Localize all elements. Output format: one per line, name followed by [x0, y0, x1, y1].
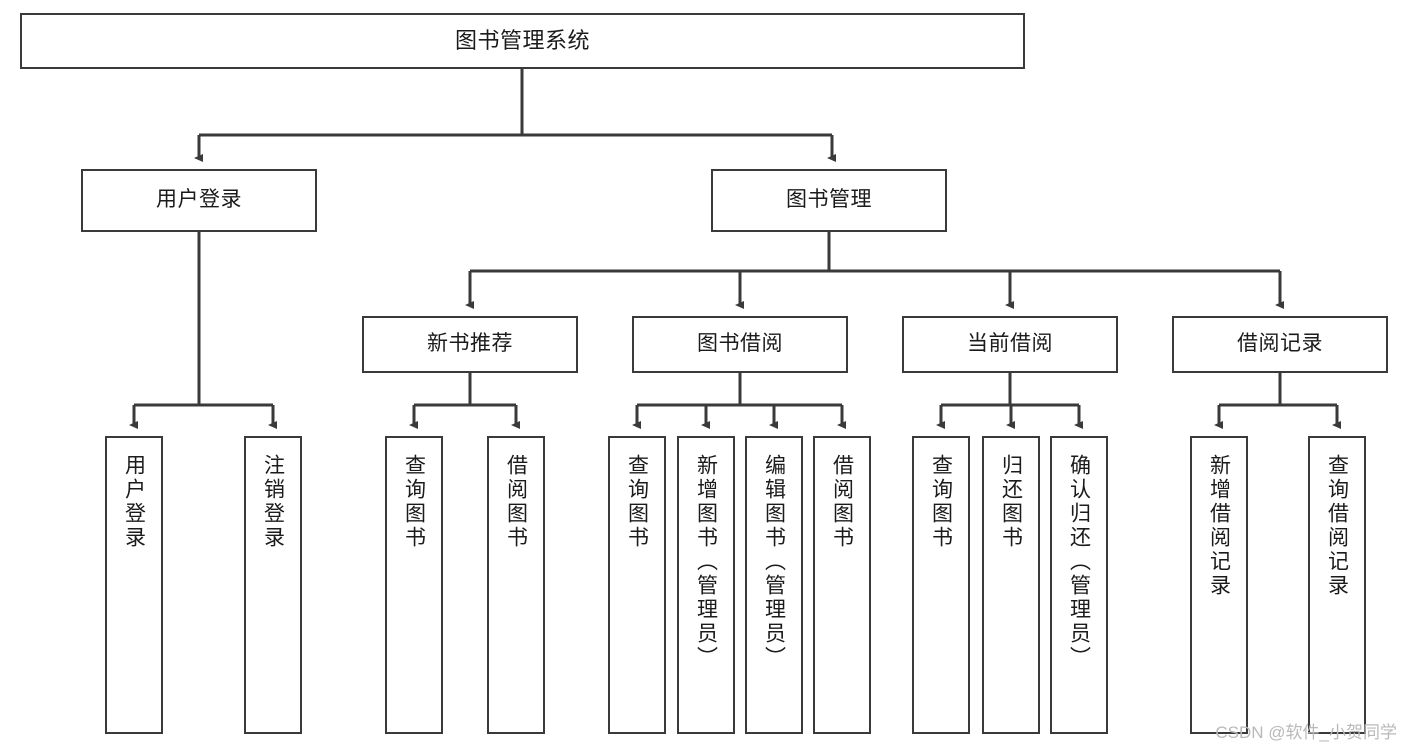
node-current-borrow[interactable]: 当前借阅: [902, 316, 1118, 373]
node-book-management-label: 图书管理: [786, 188, 872, 212]
node-leaf-query-book-current-label: 查询图书: [929, 454, 953, 550]
node-leaf-add-borrow-record-label: 新增借阅记录: [1207, 454, 1231, 598]
node-leaf-query-book-new[interactable]: 查询图书: [385, 436, 443, 734]
node-user-login-label: 用户登录: [156, 188, 242, 212]
node-leaf-edit-book-admin[interactable]: 编辑图书（管理员）: [745, 436, 803, 734]
node-new-book-recommend-label: 新书推荐: [427, 332, 513, 356]
node-leaf-return-book[interactable]: 归还图书: [982, 436, 1040, 734]
node-leaf-return-book-label: 归还图书: [999, 454, 1023, 550]
node-leaf-add-book-admin-label: 新增图书（管理员）: [694, 454, 718, 670]
node-leaf-confirm-return-admin[interactable]: 确认归还（管理员）: [1050, 436, 1108, 734]
node-leaf-add-borrow-record[interactable]: 新增借阅记录: [1190, 436, 1248, 734]
node-leaf-borrow-book-label: 借阅图书: [830, 454, 854, 550]
node-leaf-query-book-borrow[interactable]: 查询图书: [608, 436, 666, 734]
node-leaf-borrow-book-new-label: 借阅图书: [504, 454, 528, 550]
node-new-book-recommend[interactable]: 新书推荐: [362, 316, 578, 373]
node-root-system-label: 图书管理系统: [454, 28, 590, 54]
node-leaf-add-book-admin[interactable]: 新增图书（管理员）: [677, 436, 735, 734]
node-leaf-query-borrow-record-label: 查询借阅记录: [1325, 454, 1349, 598]
node-leaf-confirm-return-admin-label: 确认归还（管理员）: [1067, 454, 1091, 670]
node-borrow-record-label: 借阅记录: [1237, 332, 1323, 356]
csdn-watermark: CSDN @软件_小贺同学: [1215, 723, 1397, 742]
node-leaf-query-book-borrow-label: 查询图书: [625, 454, 649, 550]
node-leaf-edit-book-admin-label: 编辑图书（管理员）: [762, 454, 786, 670]
node-leaf-query-book-new-label: 查询图书: [402, 454, 426, 550]
node-leaf-query-borrow-record[interactable]: 查询借阅记录: [1308, 436, 1366, 734]
node-current-borrow-label: 当前借阅: [967, 332, 1053, 356]
node-leaf-logout-login[interactable]: 注销登录: [244, 436, 302, 734]
node-leaf-borrow-book[interactable]: 借阅图书: [813, 436, 871, 734]
node-leaf-user-login[interactable]: 用户登录: [105, 436, 163, 734]
node-leaf-borrow-book-new[interactable]: 借阅图书: [487, 436, 545, 734]
node-book-borrow-label: 图书借阅: [697, 332, 783, 356]
node-leaf-logout-login-label: 注销登录: [261, 454, 285, 550]
node-user-login[interactable]: 用户登录: [81, 169, 317, 232]
node-book-borrow[interactable]: 图书借阅: [632, 316, 848, 373]
node-leaf-user-login-label: 用户登录: [122, 454, 146, 550]
node-borrow-record[interactable]: 借阅记录: [1172, 316, 1388, 373]
node-root-system[interactable]: 图书管理系统: [20, 13, 1025, 69]
node-leaf-query-book-current[interactable]: 查询图书: [912, 436, 970, 734]
node-book-management[interactable]: 图书管理: [711, 169, 947, 232]
